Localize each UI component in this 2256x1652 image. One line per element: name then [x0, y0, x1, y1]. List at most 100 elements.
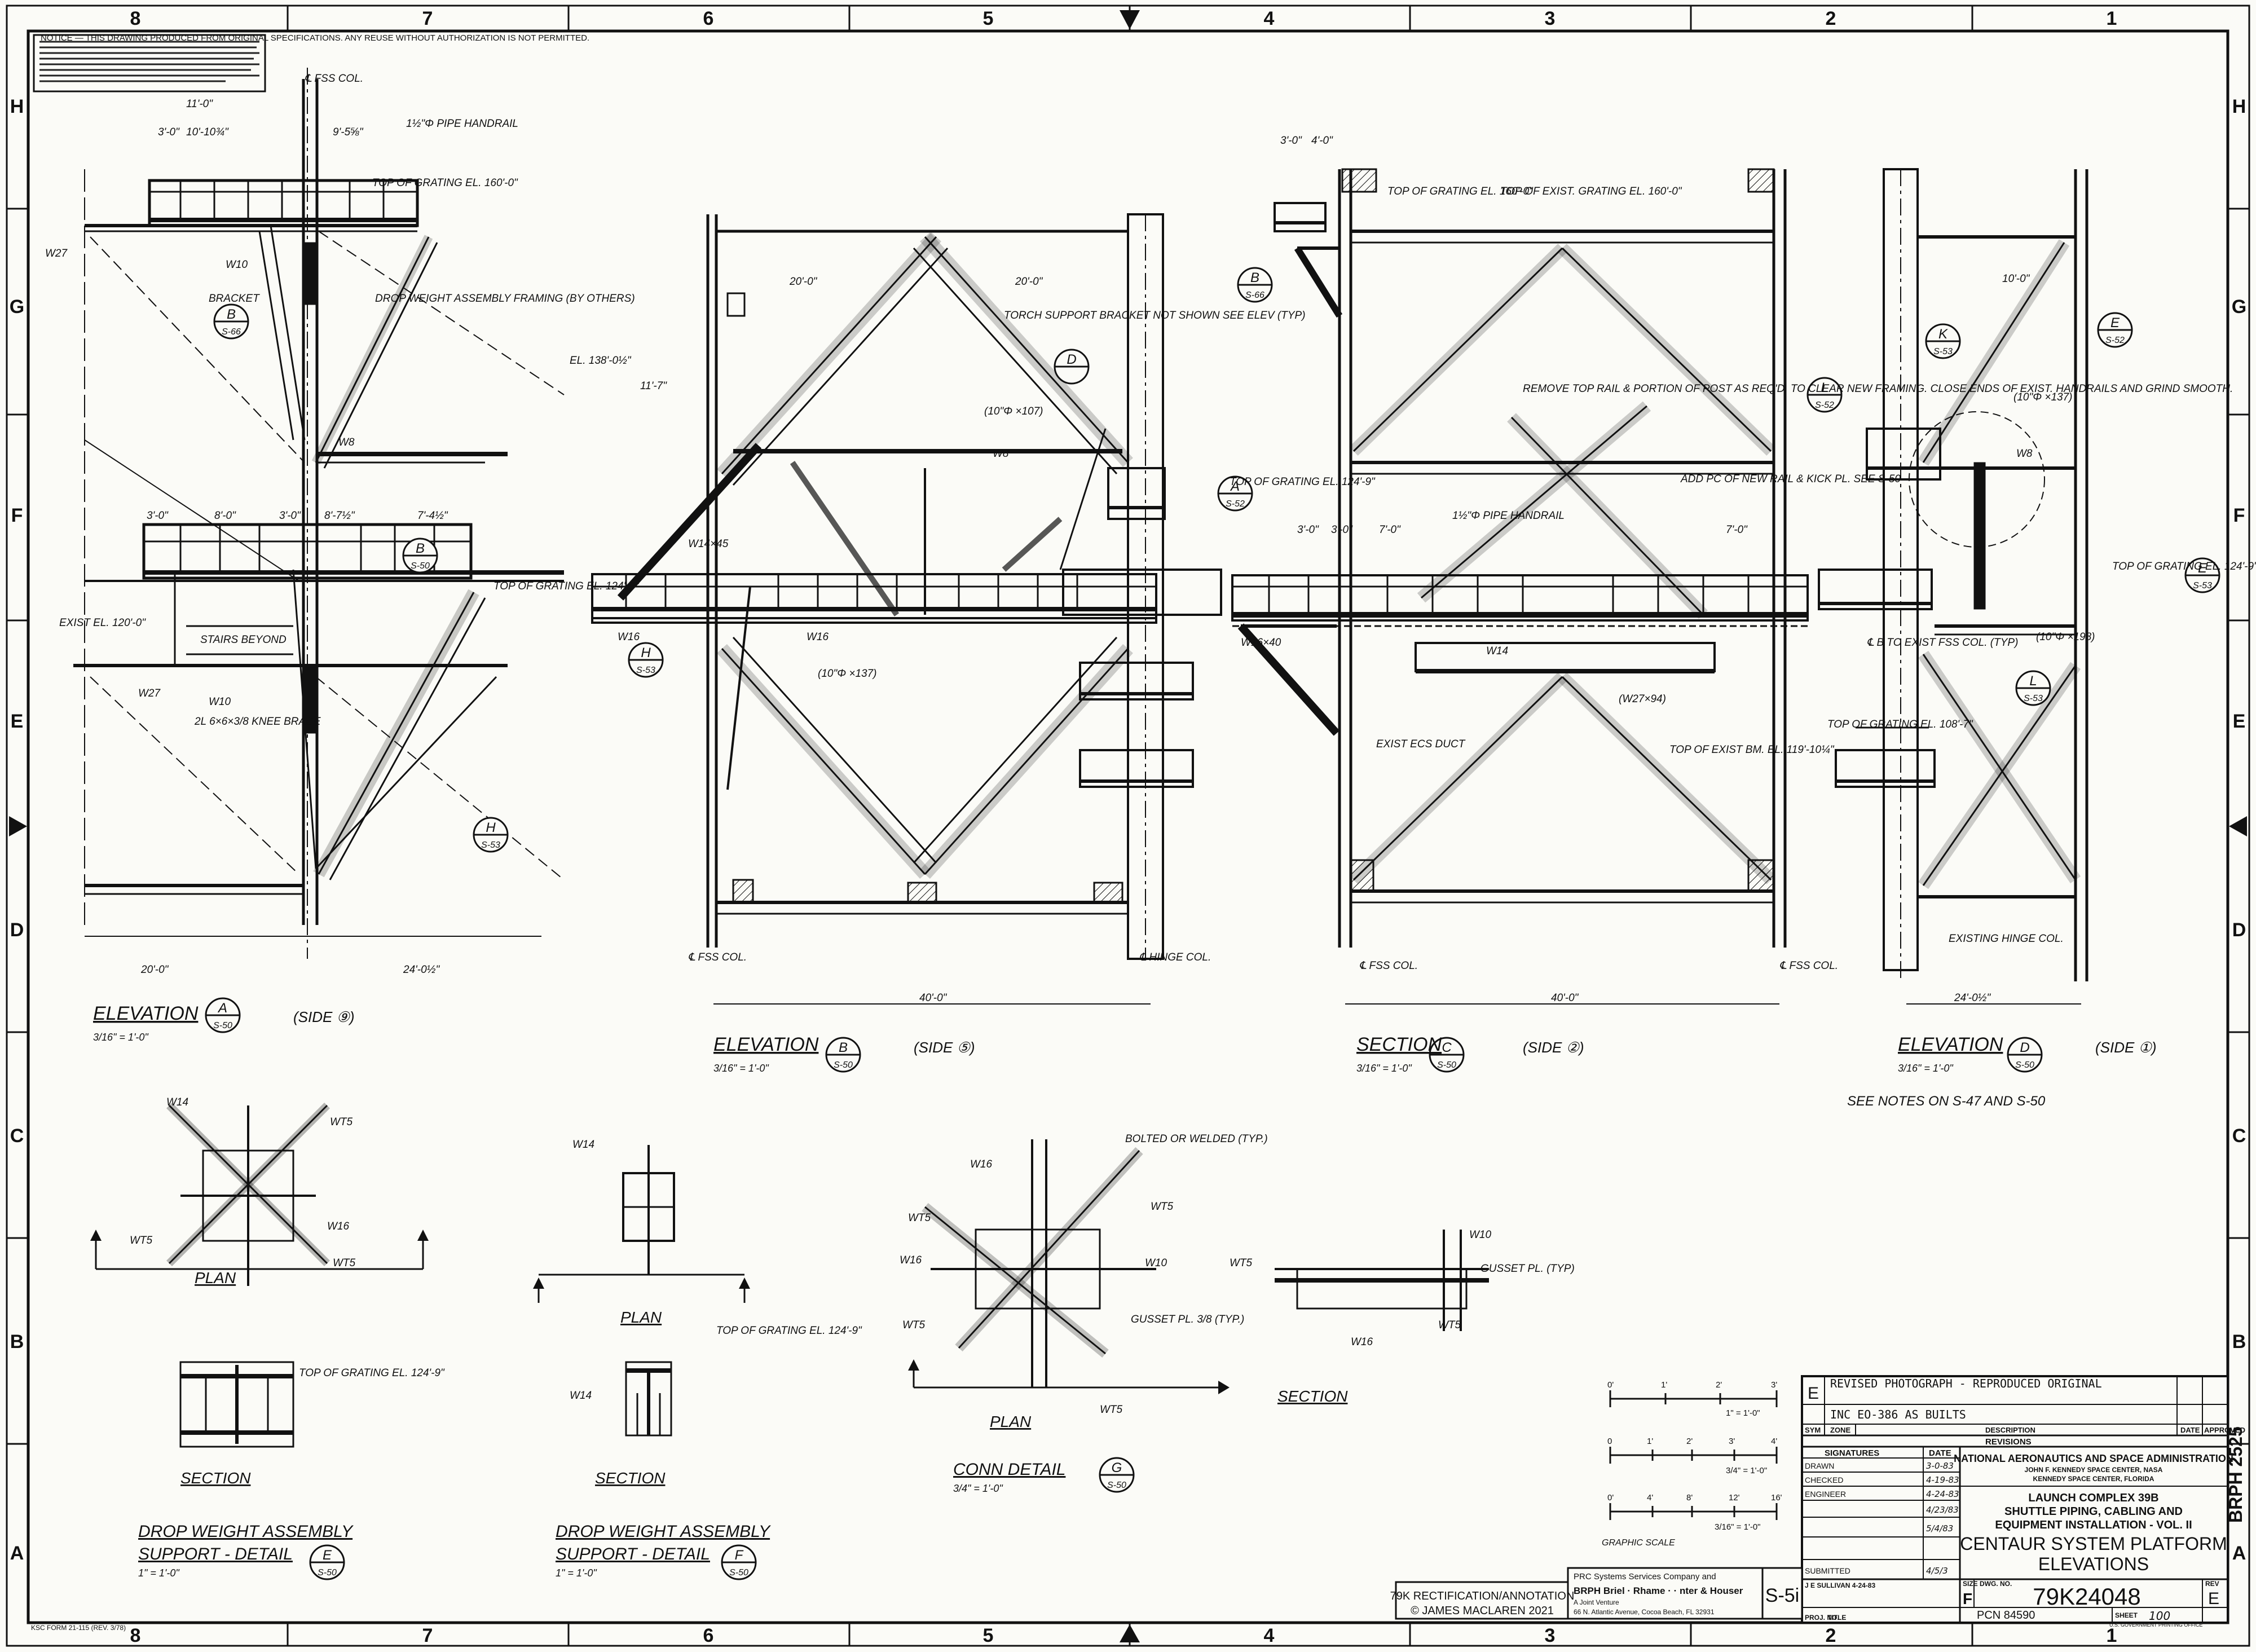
brph-stamp: BRPH 2525 — [2226, 1426, 2246, 1523]
fss-col-c2: ℄ FSS COL. — [1779, 960, 1838, 972]
grid-row-d: D — [10, 919, 24, 941]
callout-h2-sheet: S-53 — [636, 666, 655, 675]
center-1: JOHN F. KENNEDY SPACE CENTER, NASA — [2025, 1466, 2163, 1474]
member-w16-g2: W16 — [900, 1254, 922, 1266]
gs1-t2: 2' — [1716, 1380, 1722, 1390]
callout-b-s50-id: B — [416, 541, 425, 556]
grid-col-8-bottom: 8 — [130, 1625, 141, 1646]
gs1-t1: 1' — [1661, 1380, 1667, 1390]
grid-row-c-right: C — [2232, 1125, 2246, 1147]
member-wt5-g: WT5 — [1151, 1201, 1174, 1213]
section-wt5-drawing — [1275, 1230, 1489, 1331]
sig-row5-date: 5/4/83 — [1926, 1523, 1953, 1534]
dim-a-total: 11'-0" — [186, 98, 213, 110]
notice-box: NOTICE — THIS DRAWING PRODUCED FROM ORIG… — [33, 33, 589, 92]
member-wt5-e3: WT5 — [333, 1257, 356, 1269]
title-line-1: CENTAUR SYSTEM PLATFORM — [1960, 1534, 2227, 1554]
sheet-id: S-5i — [1765, 1585, 1799, 1606]
project-2: SHUTTLE PIPING, CABLING AND — [2004, 1505, 2183, 1518]
section-c-drawing — [1231, 168, 1809, 1005]
dim-d-bottom: 24'-0½" — [1954, 992, 1991, 1004]
dim-c-top-2: 4'-0" — [1311, 135, 1333, 147]
callout-l-s53-sheet: S-53 — [2024, 694, 2043, 703]
prc-line-4: 66 N. Atlantic Avenue, Cocoa Beach, FL 3… — [1574, 1608, 1715, 1616]
rectification-label: 79K RECTIFICATION/ANNOTATION — [1390, 1590, 1575, 1602]
gs3-t2: 8' — [1686, 1493, 1693, 1503]
dim-b-top-2: 20'-0" — [1015, 276, 1043, 288]
title-a-scale: 3/16" = 1'-0" — [93, 1032, 149, 1043]
drop-weight-label: DROP WEIGHT ASSEMBLY FRAMING (BY OTHERS) — [375, 293, 635, 305]
top-grating-124-a: TOP OF GRATING EL. 124'-9" — [493, 580, 640, 592]
dwg-number: 79K24048 — [2033, 1583, 2141, 1610]
cb-to-exist: ℄ B TO EXIST FSS COL. (TYP) — [1867, 637, 2018, 649]
rev-value: E — [2208, 1589, 2219, 1608]
top-grating-160: TOP OF GRATING EL. 160'-0" — [372, 177, 518, 189]
grid-row-a: A — [10, 1543, 24, 1564]
annotations: ℄ FSS COL. 11'-0" 3'-0" 10'-10¾" 9'-5⅝" … — [45, 73, 2256, 1416]
dim-a-mid-5: 7'-4½" — [417, 510, 448, 522]
bracket-label: BRACKET — [209, 293, 260, 305]
proj-number: PCN 84590 — [1977, 1609, 2035, 1622]
plan-e-label: PLAN — [195, 1269, 236, 1287]
dim-a-top-1: 3'-0" — [158, 126, 180, 138]
rev-hdr-zone: ZONE — [1830, 1426, 1850, 1434]
existing-hinge: EXISTING HINGE COL. — [1949, 933, 2064, 945]
gs2-t0: 0 — [1607, 1437, 1612, 1446]
submitted-date: 4/5/3 — [1926, 1566, 1948, 1576]
graphic-scale-text: 0' 1' 2' 3' 1" = 1'-0" 0 1' 2' 3' 4' 3/4… — [1607, 1380, 1782, 1532]
callout-a-s52-sheet: S-52 — [1226, 499, 1245, 509]
title-d: ELEVATION — [1898, 1034, 2003, 1055]
title-d-side: (SIDE ①) — [2095, 1039, 2157, 1056]
rev-desc-1: REVISED PHOTOGRAPH - REPRODUCED ORIGINAL — [1830, 1377, 2102, 1390]
member-w16-e: W16 — [327, 1221, 350, 1232]
elevation-d-drawing — [1818, 168, 2088, 1005]
grid-row-f-right: F — [2233, 505, 2245, 526]
bolted-note: BOLTED OR WELDED (TYP.) — [1125, 1133, 1268, 1145]
gs3-t4: 16' — [1771, 1493, 1782, 1503]
title-d-ref: D — [2020, 1040, 2029, 1055]
member-10-107-a: (10"Φ ×107) — [984, 406, 1043, 417]
gs2-t1: 1' — [1647, 1437, 1653, 1446]
section-e-label: SECTION — [180, 1469, 251, 1487]
grid-column-labels-top: 8 7 6 5 4 3 2 1 — [130, 8, 2117, 29]
member-w10-a: W10 — [226, 259, 248, 271]
plan-g-label: PLAN — [990, 1413, 1032, 1430]
top-pl-124-f: TOP OF GRATING EL. 124'-9" — [716, 1325, 862, 1337]
grid-col-6-bottom: 6 — [703, 1625, 714, 1646]
title-f-sheet: S-50 — [729, 1568, 748, 1578]
callout-bubble-text: B S-66 B S-50 H S-53 D A S-52 H S-53 B S… — [213, 270, 2212, 1578]
dim-c-mid-4: 7'-0" — [1726, 524, 1748, 536]
callout-e-s52-id: E — [2110, 315, 2120, 331]
grid-row-a-right: A — [2232, 1543, 2246, 1564]
member-w8-a: W8 — [338, 437, 355, 448]
callout-h-s53-id: H — [486, 820, 496, 835]
dim-c-total: 40'-0" — [1551, 992, 1579, 1004]
grid-row-h-right: H — [2232, 96, 2246, 117]
grid-row-e-right: E — [2233, 711, 2246, 732]
title-g-scale: 3/4" = 1'-0" — [953, 1483, 1003, 1494]
view-titles: ELEVATION (SIDE ⑨) 3/16" = 1'-0" ELEVATI… — [93, 1003, 2157, 1579]
grid-col-2: 2 — [1826, 8, 1836, 29]
submitted-label: SUBMITTED — [1805, 1566, 1850, 1575]
member-w16-s: W16 — [1351, 1336, 1373, 1348]
gs3-t3: 12' — [1729, 1493, 1740, 1503]
exist-duct: EXIST ECS DUCT — [1376, 738, 1466, 750]
member-w8-b: W8 — [993, 448, 1009, 460]
title-line-2: ELEVATIONS — [2038, 1554, 2149, 1574]
grid-row-h: H — [10, 96, 24, 117]
title-a: ELEVATION — [93, 1003, 199, 1024]
member-w27x94: (W27×94) — [1619, 693, 1666, 705]
dim-a-mid-3: 3'-0" — [279, 510, 301, 522]
callout-l-s53-id: L — [2029, 673, 2037, 689]
sig-engineer: ENGINEER — [1805, 1490, 1846, 1499]
title-g: CONN DETAIL — [953, 1460, 1065, 1479]
gs2-label: 3/4" = 1'-0" — [1726, 1466, 1767, 1475]
callout-b-s50-sheet: S-50 — [411, 561, 430, 571]
callout-k-id: K — [1938, 327, 1948, 342]
rev-hdr-date: DATE — [2180, 1426, 2200, 1434]
member-w8-d: W8 — [2016, 448, 2033, 460]
copyright-label: © JAMES MACLAREN 2021 — [1411, 1605, 1554, 1617]
dim-c-mid-1: 3'-0" — [1297, 524, 1319, 536]
member-wt5-s: WT5 — [1230, 1257, 1253, 1269]
